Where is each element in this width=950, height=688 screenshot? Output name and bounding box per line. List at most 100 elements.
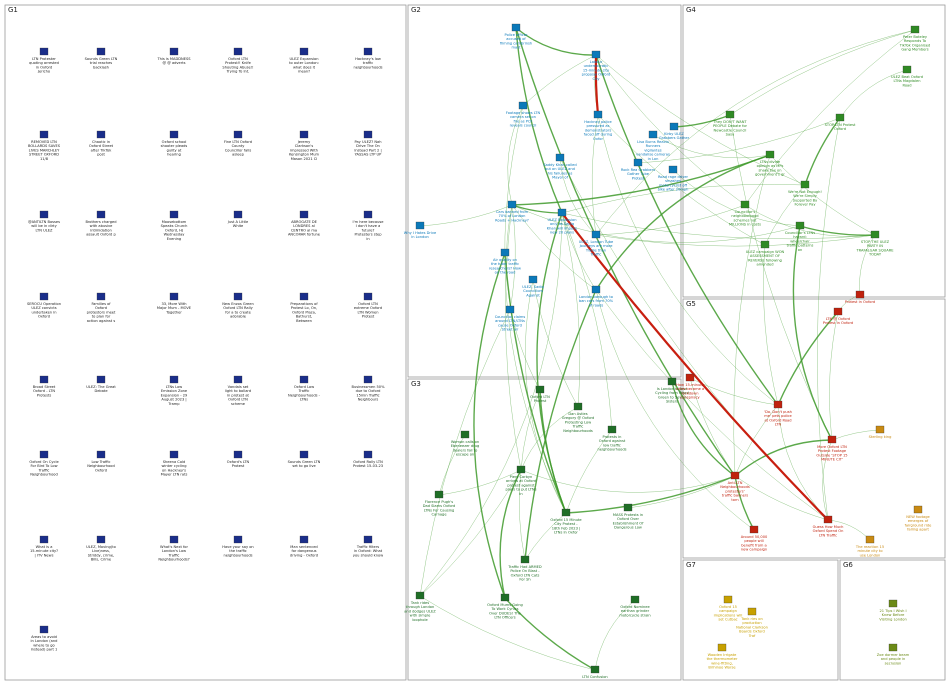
g6-node[interactable]: Sterling king (869, 425, 892, 439)
g3-node[interactable]: LTN Confusion (582, 665, 608, 679)
g1-node[interactable]: This is MADDNESS@ @ adverts (156, 47, 191, 65)
g5-node[interactable]: Protest in Oxford (845, 290, 875, 304)
